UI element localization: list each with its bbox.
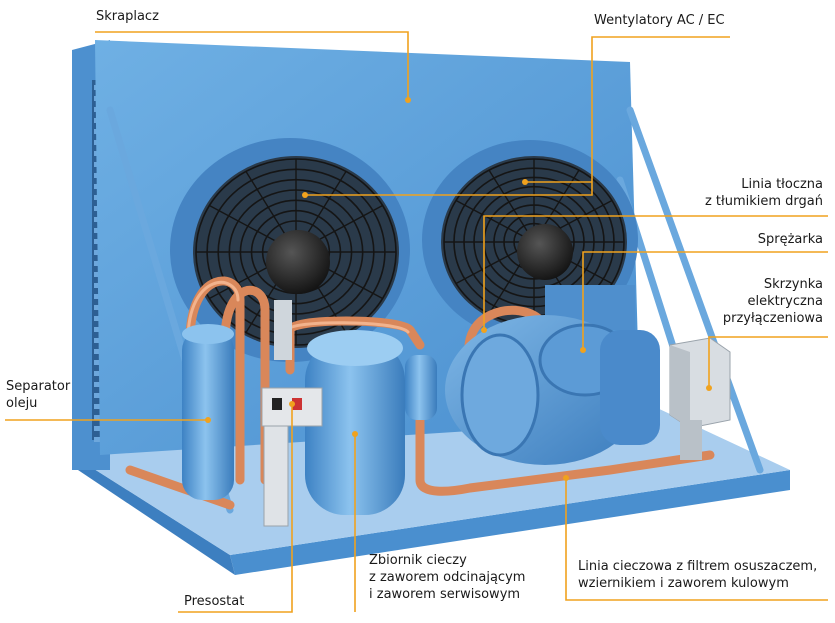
leader-condenser (95, 31, 409, 100)
filter-vessel (405, 355, 437, 420)
leader-fans (305, 36, 730, 196)
label-pressostat: Presostat (184, 594, 245, 609)
leader-lines (5, 31, 828, 613)
junction-box (669, 337, 731, 460)
label-discharge-line: Linia tłoczna z tłumikiem drgań (704, 177, 823, 209)
label-liquid-line: Linia cieczowa z filtrem osuszaczem, wzi… (578, 559, 818, 591)
label-fans: Wentylatory AC / EC (594, 13, 725, 28)
oil-separator (182, 324, 234, 500)
liquid-receiver (305, 330, 405, 515)
compressor (445, 285, 660, 465)
label-oil-separator: Separator oleju (6, 379, 71, 411)
leader-junction-box (708, 336, 828, 388)
leader-discharge-line (483, 215, 828, 330)
leader-compressor (582, 251, 828, 350)
copper-highlights (186, 280, 410, 342)
label-receiver: Zbiornik cieczy z zaworem odcinającym i … (369, 553, 526, 602)
label-compressor: Sprężarka (757, 232, 823, 247)
leader-dots (205, 97, 712, 481)
leader-liquid-line (565, 478, 828, 601)
leader-pressostat (178, 404, 293, 613)
label-condenser: Skraplacz (96, 9, 159, 24)
label-junction-box: Skrzynka elektryczna przyłączeniowa (722, 277, 823, 326)
